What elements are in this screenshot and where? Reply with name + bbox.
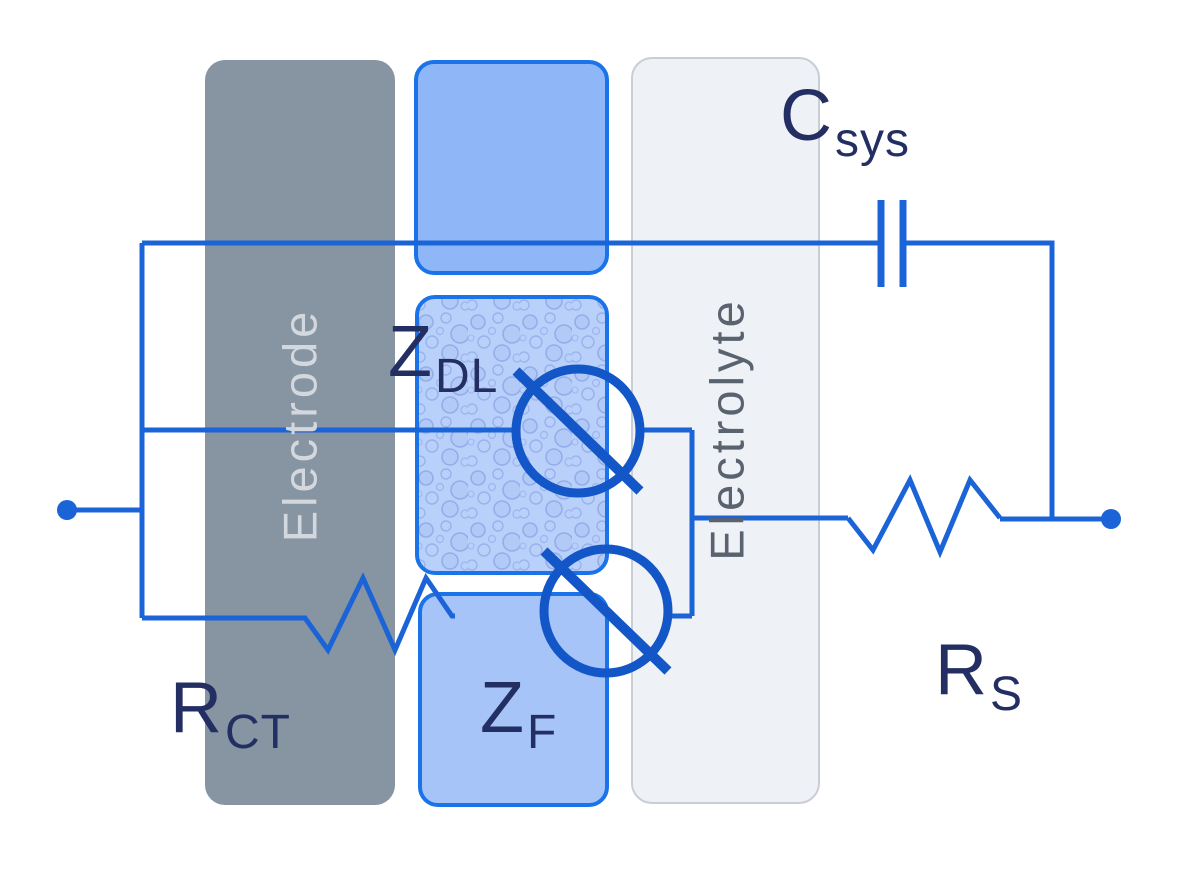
z-dl-symbol: Z	[388, 312, 432, 392]
wire-capacitor-right	[906, 240, 1055, 519]
right-terminal-dot	[1101, 509, 1121, 529]
blocked-zdl-icon	[511, 364, 645, 498]
label-z-f: ZF	[480, 672, 557, 757]
label-r-ct: RCT	[170, 672, 291, 757]
z-f-symbol: Z	[480, 668, 524, 748]
blocked-zf-icon	[539, 544, 673, 678]
c-sys-subscript: sys	[835, 114, 910, 167]
c-sys-symbol: C	[780, 76, 832, 156]
r-s-symbol: R	[935, 630, 987, 710]
left-terminal-dot	[57, 500, 77, 520]
z-dl-subscript: DL	[434, 350, 499, 403]
interface-top-box	[414, 60, 609, 275]
label-c-sys: Csys	[780, 80, 910, 165]
resistor-rct-icon	[142, 572, 455, 657]
capacitor-icon	[877, 200, 907, 287]
r-ct-symbol: R	[170, 668, 222, 748]
r-ct-subscript: CT	[225, 706, 291, 759]
electrolyte-region-label: Electrolyte	[700, 297, 754, 561]
electrode-region-label: Electrode	[273, 307, 327, 543]
label-z-dl: ZDL	[388, 316, 498, 401]
z-f-subscript: F	[526, 706, 558, 759]
label-r-s: RS	[935, 634, 1023, 719]
r-s-subscript: S	[990, 668, 1024, 721]
resistor-rs-icon	[846, 474, 1002, 559]
